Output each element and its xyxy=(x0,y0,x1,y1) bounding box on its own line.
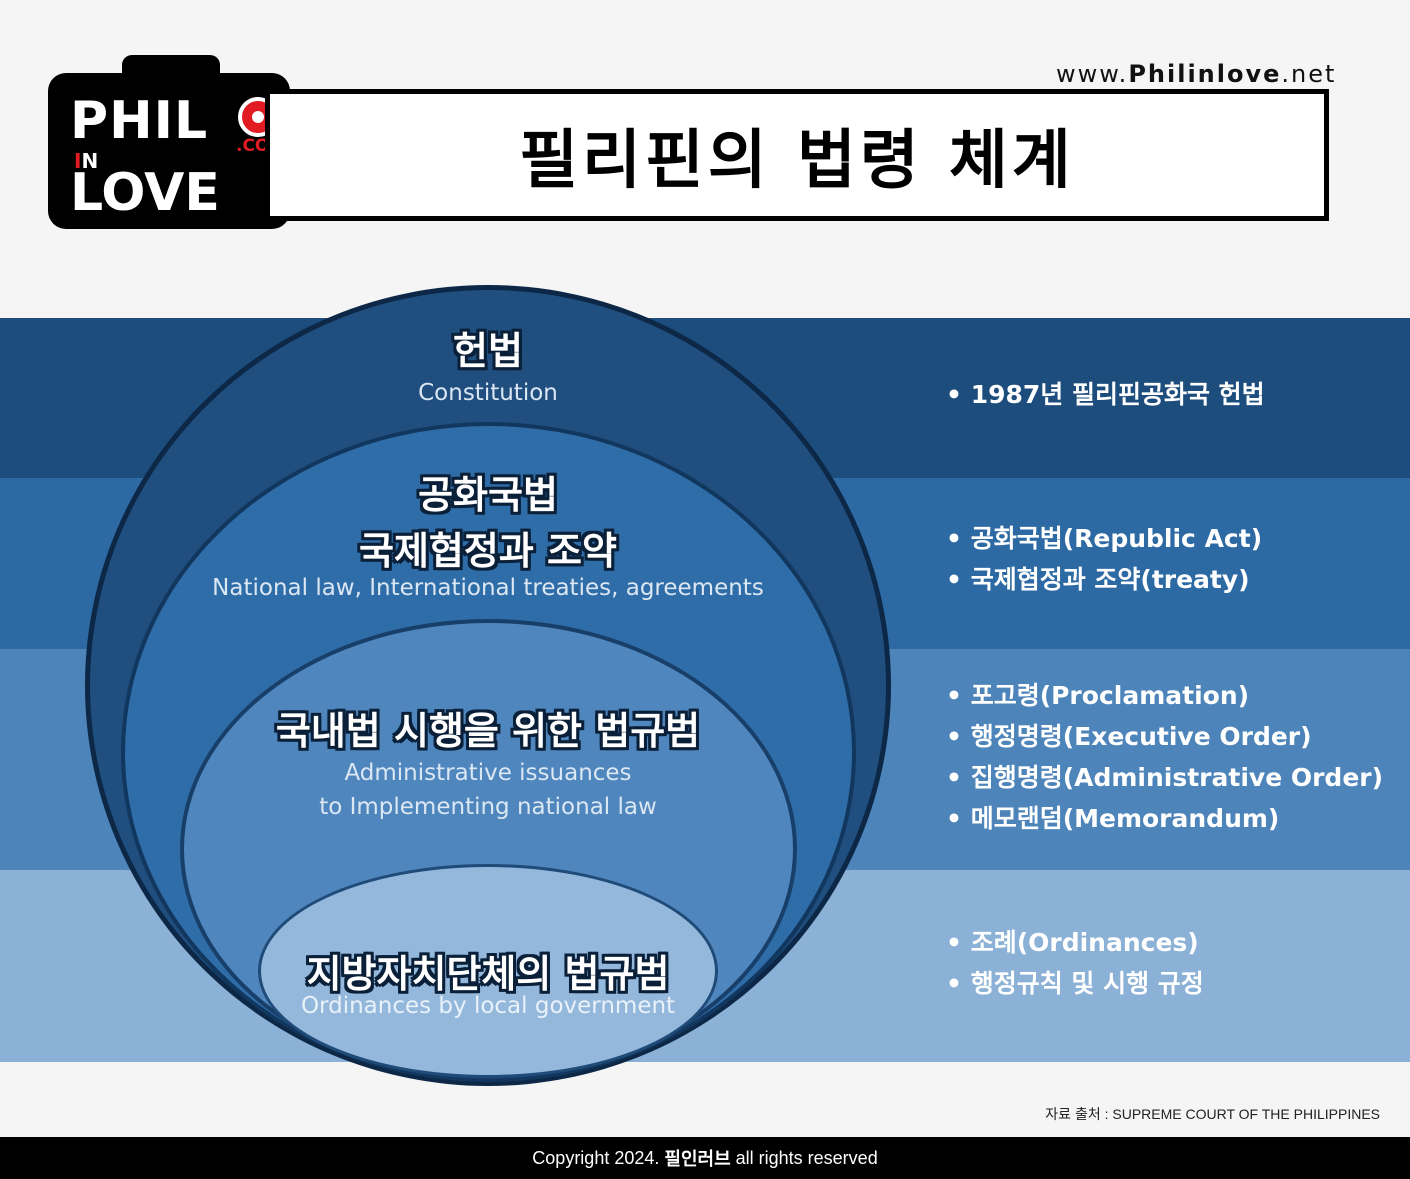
footer-brand: 필인러브 xyxy=(664,1149,731,1169)
level-3-subtitle-line-1: Administrative issuances xyxy=(344,760,632,786)
level-3-title: 국내법 시행을 위한 법규범 xyxy=(275,709,701,753)
hierarchy-circle-local xyxy=(258,864,718,1078)
url-suffix: .net xyxy=(1281,60,1337,88)
site-url: www.Philinlove.net xyxy=(1056,60,1336,88)
url-brand: Philinlove xyxy=(1128,60,1282,88)
level-3-subtitle-line-2: to Implementing national law xyxy=(319,794,657,820)
page-title: 필리핀의 법령 체계 xyxy=(519,124,1075,198)
list-item: 메모랜덤(Memorandum) xyxy=(946,798,1383,839)
level-2-subtitle: National law, International treaties, ag… xyxy=(212,575,764,601)
url-prefix: www. xyxy=(1056,60,1129,88)
level-4-subtitle: Ordinances by local government xyxy=(300,993,676,1019)
footer: Copyright 2024. 필인러브 all rights reserved xyxy=(0,1137,1410,1179)
level-4-title: 지방자치단체의 법규범 xyxy=(306,952,670,996)
level-3-examples: 포고령(Proclamation) 행정명령(Executive Order) … xyxy=(946,675,1383,839)
level-2-examples: 공화국법(Republic Act) 국제협정과 조약(treaty) xyxy=(946,518,1262,600)
title-box: 필리핀의 법령 체계 xyxy=(265,89,1329,221)
logo-in-text: IN xyxy=(74,151,98,171)
list-item: 행정규칙 및 시행 규정 xyxy=(946,963,1204,1004)
source-note: 자료 출처 : SUPREME COURT OF THE PHILIPPINES xyxy=(1045,1106,1380,1122)
footer-copyright: Copyright 2024. xyxy=(532,1147,660,1168)
level-4-examples: 조례(Ordinances) 행정규칙 및 시행 규정 xyxy=(946,922,1204,1004)
list-item: 1987년 필리핀공화국 헌법 xyxy=(946,374,1265,415)
list-item: 집행명령(Administrative Order) xyxy=(946,757,1383,798)
logo-in-i: I xyxy=(74,149,82,173)
level-2-title-line-1: 공화국법 xyxy=(418,473,558,517)
logo: PHIL IN .COM LOVE xyxy=(48,55,290,229)
list-item: 공화국법(Republic Act) xyxy=(946,518,1262,559)
level-1-subtitle: Constitution xyxy=(418,380,558,406)
logo-phil-text: PHIL xyxy=(70,91,209,151)
list-item: 국제협정과 조약(treaty) xyxy=(946,559,1262,600)
level-2-title-line-2: 국제협정과 조약 xyxy=(359,529,617,573)
footer-rights: all rights reserved xyxy=(735,1147,878,1168)
level-1-title: 헌법 xyxy=(453,329,523,373)
list-item: 행정명령(Executive Order) xyxy=(946,716,1383,757)
logo-in-n: N xyxy=(81,149,99,173)
list-item: 포고령(Proclamation) xyxy=(946,675,1383,716)
list-item: 조례(Ordinances) xyxy=(946,922,1204,963)
logo-love-text: LOVE xyxy=(70,163,220,223)
level-1-examples: 1987년 필리핀공화국 헌법 xyxy=(946,374,1265,415)
